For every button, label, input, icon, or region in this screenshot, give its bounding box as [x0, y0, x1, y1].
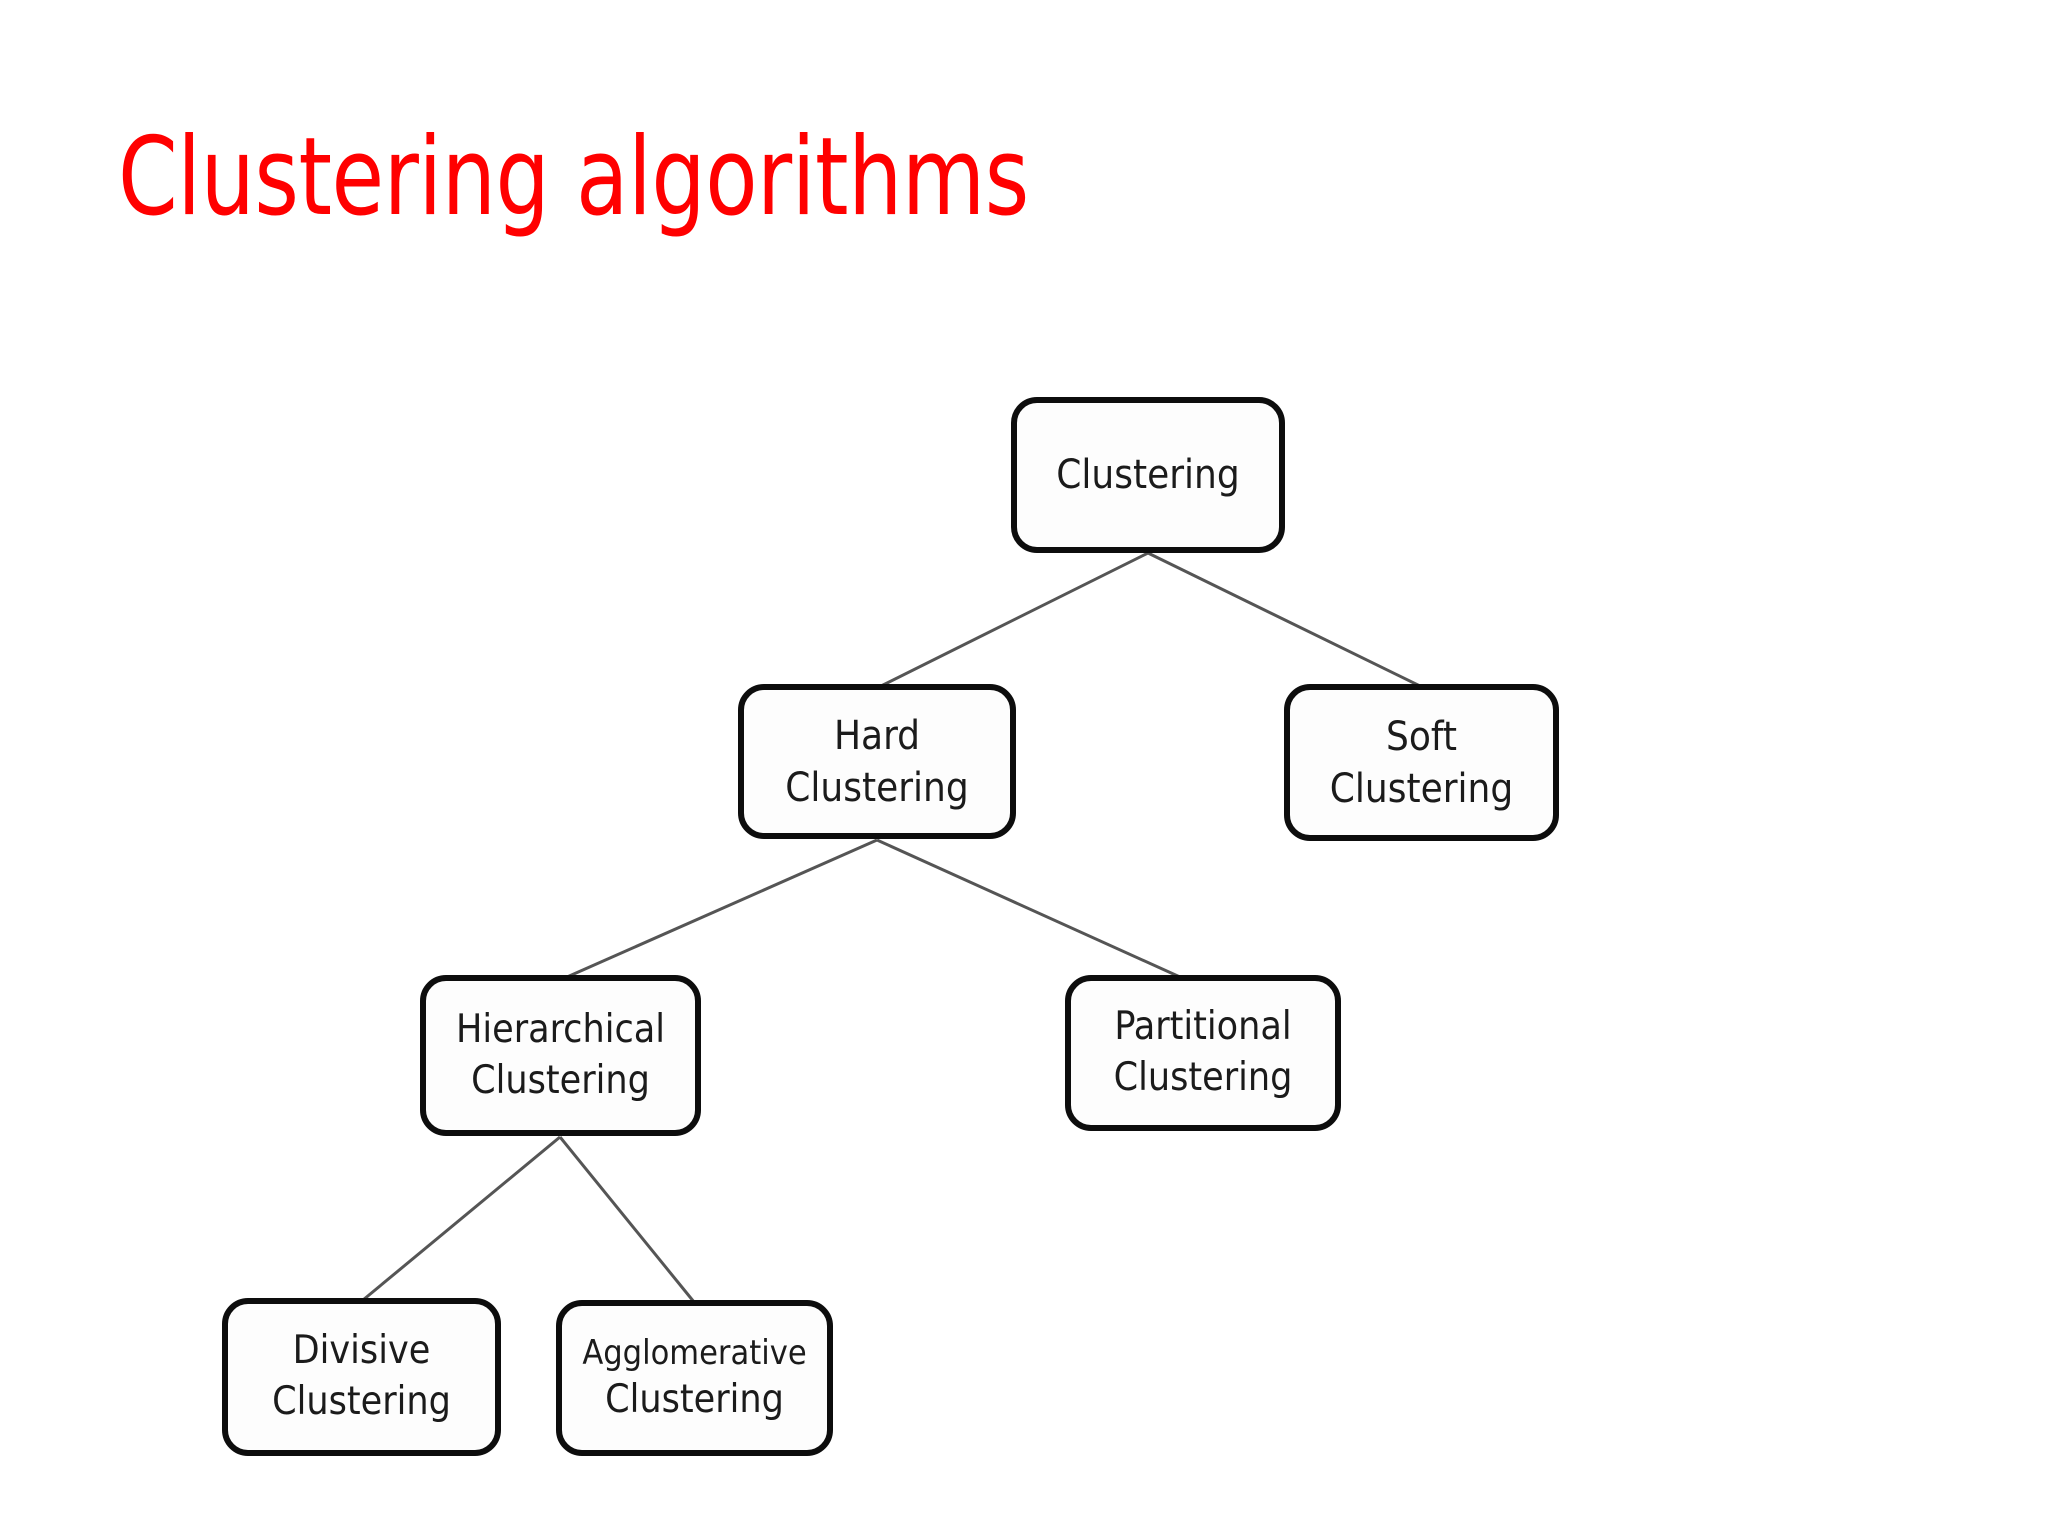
node-partitional-clustering[interactable]: Partitional Clustering — [1065, 975, 1341, 1131]
node-partitional-clustering-label-line2: Clustering — [1113, 1055, 1293, 1100]
node-agglomerative-clustering-label-line2: Clustering — [605, 1376, 784, 1422]
node-hard-clustering-label-line1: Hard — [833, 712, 921, 759]
node-hierarchical-clustering-label-line2: Clustering — [471, 1057, 650, 1103]
page-title: Clustering algorithms — [118, 115, 1029, 240]
node-hierarchical-clustering[interactable]: Hierarchical Clustering — [420, 975, 701, 1136]
edge-hierarchical-divisive — [362, 1135, 561, 1302]
edge-hierarchical-agglomerative — [558, 1136, 696, 1303]
node-soft-clustering[interactable]: Soft Clustering — [1284, 684, 1559, 841]
edge-clustering-soft — [1147, 551, 1421, 688]
node-agglomerative-clustering-label-line1: Agglomerative — [582, 1332, 807, 1373]
node-divisive-clustering-label-line2: Clustering — [272, 1379, 451, 1424]
node-hard-clustering[interactable]: Hard Clustering — [738, 684, 1016, 839]
node-agglomerative-clustering[interactable]: Agglomerative Clustering — [556, 1300, 833, 1456]
node-partitional-clustering-label-line1: Partitional — [1114, 1004, 1292, 1050]
node-soft-clustering-label-line1: Soft — [1386, 713, 1457, 760]
node-clustering-label-line1: Clustering — [1056, 452, 1240, 498]
node-divisive-clustering[interactable]: Divisive Clustering — [222, 1298, 501, 1456]
edge-clustering-hard — [880, 551, 1149, 688]
edge-hard-partitional — [876, 838, 1181, 979]
node-clustering[interactable]: Clustering — [1011, 397, 1285, 553]
node-hierarchical-clustering-label-line1: Hierarchical — [455, 1006, 666, 1052]
node-soft-clustering-label-line2: Clustering — [1329, 765, 1514, 812]
edge-hard-hierarchical — [566, 838, 878, 979]
node-divisive-clustering-label-line1: Divisive — [292, 1328, 431, 1374]
node-hard-clustering-label-line2: Clustering — [785, 764, 969, 811]
